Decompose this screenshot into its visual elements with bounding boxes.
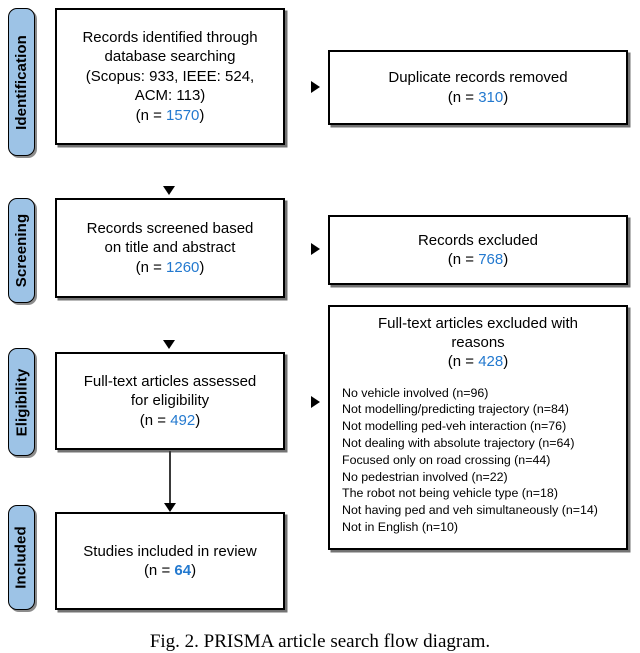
screened-line1: Records screened based	[86, 219, 254, 237]
box-studies-included: Studies included in review (n = 64)	[55, 512, 285, 610]
arrow-down-to-fulltext-icon	[163, 340, 175, 349]
exclusion-reason: Not modelling ped-veh interaction (n=76)	[342, 419, 567, 434]
exclusion-reason: Not dealing with absolute trajectory (n=…	[342, 435, 575, 450]
box-fulltext-assessed: Full-text articles assessed for eligibil…	[55, 352, 285, 450]
count-value: 310	[478, 88, 504, 106]
records-identified-line4: ACM: 113)	[134, 87, 206, 105]
fulltext-assessed-line1: Full-text articles assessed	[83, 372, 257, 390]
fulltext-excluded-line1: Full-text articles excluded with	[377, 315, 579, 332]
stage-pill-screening: Screening	[8, 198, 35, 303]
count-suffix: )	[199, 106, 205, 124]
count-prefix: (n =	[135, 258, 167, 276]
fulltext-excluded-count: (n = 428)	[340, 352, 616, 371]
duplicates-line1: Duplicate records removed	[388, 69, 568, 86]
arrow-right-to-fulltext-excluded-icon	[311, 396, 320, 408]
count-suffix: )	[195, 411, 201, 429]
screened-line2: on title and abstract	[104, 239, 236, 257]
records-identified-line1: Records identified through	[82, 28, 258, 46]
exclusion-reason: Not in English (n=10)	[342, 519, 459, 534]
count-suffix: )	[503, 353, 509, 371]
stage-pill-included: Included	[8, 505, 35, 610]
count-prefix: (n =	[135, 106, 167, 124]
count-suffix: )	[503, 251, 509, 268]
fulltext-excluded-heading: Full-text articles excluded with reasons…	[330, 314, 626, 372]
records-identified-count: (n = 1570)	[136, 106, 205, 126]
arrow-down-to-screened-icon	[163, 186, 175, 195]
count-prefix: (n =	[447, 353, 479, 371]
count-value: 1260	[166, 258, 200, 276]
screened-count: (n = 1260)	[136, 258, 205, 278]
figure-caption: Fig. 2. PRISMA article search flow diagr…	[149, 631, 491, 652]
arrow-line-to-included	[168, 451, 172, 507]
exclusion-reason: No pedestrian involved (n=22)	[342, 469, 508, 484]
count-suffix: )	[199, 258, 205, 276]
records-identified-line3: (Scopus: 933, IEEE: 524,	[85, 67, 255, 85]
count-value: 492	[170, 411, 196, 429]
count-value: 428	[478, 353, 504, 371]
arrow-right-to-records-excluded-icon	[311, 243, 320, 255]
duplicates-count: (n = 310)	[448, 88, 508, 108]
records-excluded-line1: Records excluded	[417, 231, 539, 249]
arrow-right-to-duplicates-icon	[311, 81, 320, 93]
box-duplicate-records-removed: Duplicate records removed (n = 310)	[328, 50, 628, 125]
exclusion-reason: Not modelling/predicting trajectory (n=8…	[342, 402, 569, 417]
stage-pill-eligibility: Eligibility	[8, 348, 35, 456]
stage-label-included: Included	[13, 526, 31, 589]
box-records-excluded: Records excluded (n = 768)	[328, 215, 628, 285]
exclusion-reason: Focused only on road crossing (n=44)	[342, 452, 551, 467]
box-records-identified: Records identified through database sear…	[55, 8, 285, 145]
count-value: 768	[478, 251, 504, 268]
records-identified-line2: database searching	[104, 48, 236, 66]
exclusion-reason: Not having ped and veh simultaneously (n…	[342, 503, 598, 518]
stage-label-eligibility: Eligibility	[13, 368, 30, 436]
count-suffix: )	[191, 562, 197, 579]
included-line1: Studies included in review	[83, 542, 257, 560]
stage-label-screening: Screening	[13, 213, 30, 288]
count-prefix: (n =	[447, 88, 479, 106]
count-value: 64	[174, 562, 192, 579]
count-prefix: (n =	[139, 411, 171, 429]
count-prefix: (n =	[143, 562, 175, 579]
fulltext-assessed-line2: for eligibility	[130, 392, 210, 410]
count-prefix: (n =	[447, 251, 479, 268]
exclusion-reasons-list: No vehicle involved (n=96) Not modelling…	[330, 385, 626, 536]
box-records-screened: Records screened based on title and abst…	[55, 198, 285, 298]
count-suffix: )	[503, 88, 509, 106]
records-excluded-count: (n = 768)	[448, 250, 508, 270]
fulltext-excluded-line2: reasons	[451, 334, 505, 352]
exclusion-reason: No vehicle involved (n=96)	[342, 385, 489, 400]
box-fulltext-excluded: Full-text articles excluded with reasons…	[328, 305, 628, 550]
count-value: 1570	[166, 106, 200, 124]
stage-label-identification: Identification	[13, 34, 31, 130]
stage-pill-identification: Identification	[8, 8, 35, 156]
arrow-down-to-included-icon	[163, 503, 176, 512]
exclusion-reason: The robot not being vehicle type (n=18)	[342, 486, 558, 501]
included-count: (n = 64)	[144, 561, 196, 581]
fulltext-assessed-count: (n = 492)	[140, 411, 200, 431]
